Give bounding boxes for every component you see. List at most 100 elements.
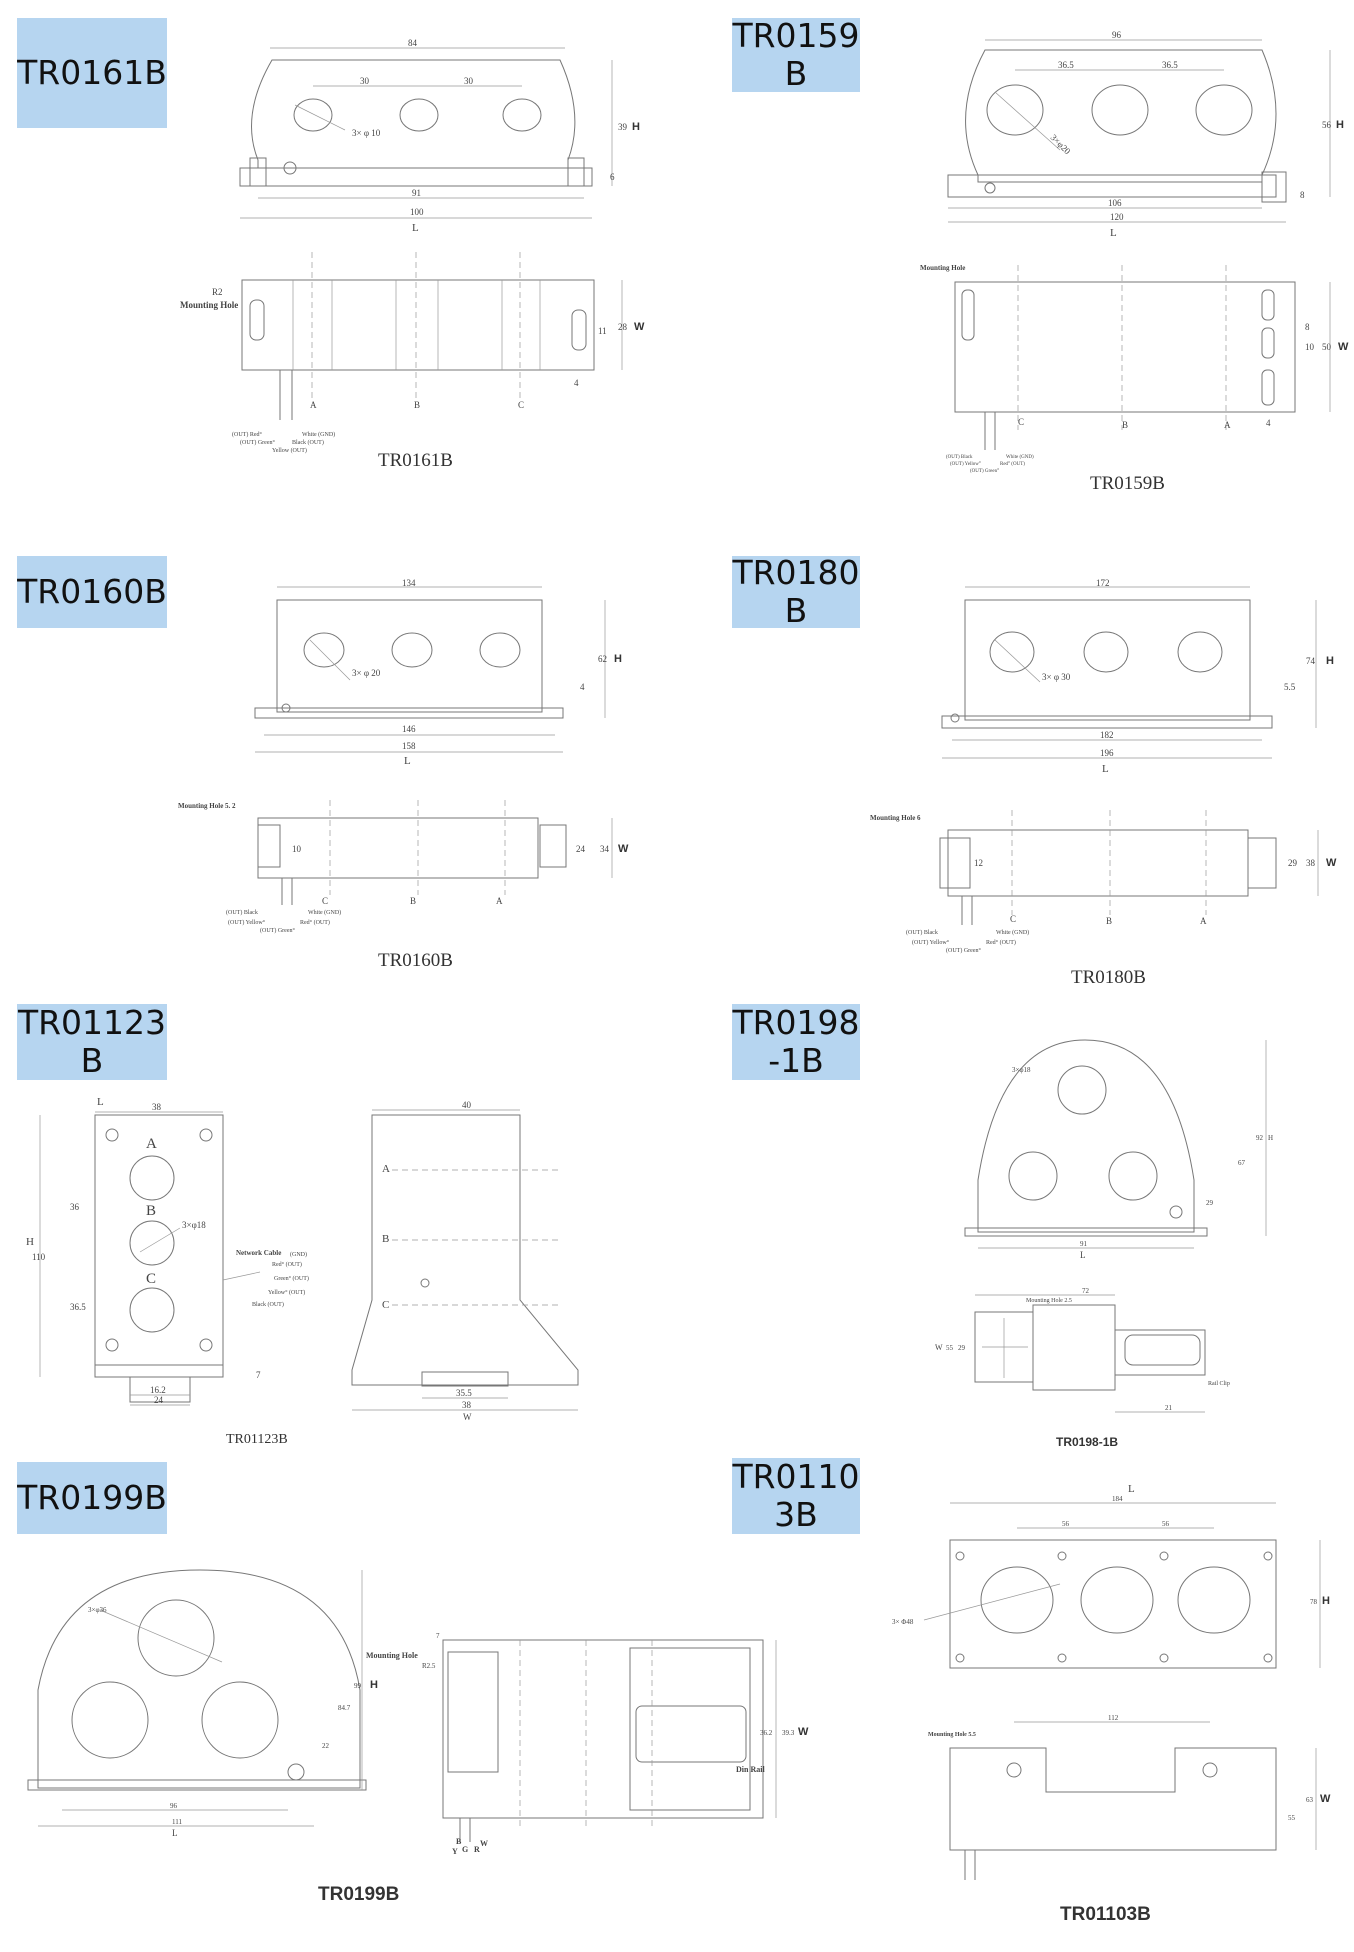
label-mounting-hole: Mounting Hole 2.5: [1026, 1298, 1072, 1304]
wire-1: (OUT) Black: [906, 929, 938, 936]
dim-12: 12: [974, 858, 983, 868]
model-label-tr0180b: TR0180 B: [732, 553, 860, 630]
dim-172: 172: [1096, 578, 1110, 588]
dim-29: 29: [1206, 1199, 1214, 1207]
dim-4: 4: [574, 378, 579, 388]
wire-1: (OUT) Black: [946, 455, 973, 460]
dim-91: 91: [1080, 1240, 1088, 1248]
caption-tr0160b: TR0160B: [378, 950, 453, 971]
wire-1: Red° (OUT): [272, 1261, 302, 1268]
dim-39: 39: [618, 122, 628, 132]
dim-w: W: [1320, 1793, 1331, 1805]
dim-holes: 3×φ20: [1049, 132, 1073, 156]
dim-7: 7: [256, 1370, 261, 1380]
dim-56-b: 56: [1162, 1520, 1170, 1528]
dim-39-3: 39.3: [782, 1729, 795, 1737]
dim-w: W: [463, 1412, 472, 1422]
dim-36-5-b: 36.5: [1162, 60, 1178, 70]
dim-h: H: [614, 653, 622, 665]
dim-l: L: [1080, 1250, 1086, 1260]
dim-91: 91: [412, 188, 421, 198]
dim-78: 78: [1310, 1598, 1318, 1606]
wire-w: W: [480, 1839, 488, 1848]
phase-a: A: [496, 896, 503, 906]
phase-a: A: [1224, 420, 1231, 430]
dim-112: 112: [1108, 1714, 1119, 1722]
wire-2: (OUT) Yellow°: [228, 919, 266, 926]
dim-7: 7: [436, 1632, 440, 1640]
dim-holes: 3×φ18: [1012, 1066, 1031, 1074]
dim-11: 11: [598, 326, 607, 336]
dim-h: H: [632, 121, 640, 133]
dim-l: L: [1102, 763, 1109, 775]
dim-182: 182: [1100, 730, 1114, 740]
dim-38-w: 38: [462, 1400, 472, 1410]
model-label-tr0198-1b: TR0198 -1B: [732, 1003, 860, 1080]
wire-1: (OUT) Black: [226, 909, 258, 916]
dim-56-a: 56: [1062, 1520, 1070, 1528]
phase-a: A: [146, 1136, 157, 1152]
caption-tr0159b: TR0159B: [1090, 473, 1165, 494]
dim-96: 96: [1112, 30, 1122, 40]
wire-5: Black (OUT): [292, 439, 324, 446]
label-r2: R2: [212, 287, 223, 297]
caption-tr0161b: TR0161B: [378, 450, 453, 471]
dim-22: 22: [322, 1742, 330, 1750]
label-gnd: (GND): [290, 1251, 307, 1258]
dim-h: H: [1336, 119, 1344, 131]
wire-2: Green° (OUT): [274, 1275, 309, 1282]
dim-36-2: 36.2: [760, 1729, 773, 1737]
label-network-cable: Network Cable: [236, 1249, 281, 1257]
dim-62: 62: [598, 654, 607, 664]
phase-c: C: [1010, 914, 1016, 924]
dim-36: 36: [70, 1202, 80, 1212]
dim-h: H: [1322, 1595, 1330, 1607]
wire-3: Yellow (OUT): [272, 447, 307, 454]
phase-c: C: [518, 400, 524, 410]
dim-holes: 3× φ 30: [1042, 672, 1071, 682]
wire-5: Red° (OUT): [300, 919, 330, 926]
dim-184: 184: [1112, 1495, 1123, 1503]
dim-l: L: [412, 222, 419, 234]
label-mounting-hole: Mounting Hole: [920, 264, 965, 272]
dim-55: 55: [1288, 1814, 1296, 1822]
dim-110: 110: [32, 1252, 46, 1262]
dim-holes: 3× Φ48: [892, 1618, 914, 1626]
wire-2: (OUT) Yellow°: [950, 462, 981, 467]
dim-158: 158: [402, 741, 416, 751]
dim-29: 29: [1288, 858, 1298, 868]
caption-tr01103b: TR01103B: [1060, 1904, 1151, 1925]
dim-111: 111: [172, 1818, 182, 1826]
dim-6: 6: [610, 172, 615, 182]
model-label-tr0159b: TR0159 B: [732, 16, 860, 93]
dim-24: 24: [576, 844, 586, 854]
model-label-tr0199b: TR0199B: [17, 1462, 167, 1534]
dim-146: 146: [402, 724, 416, 734]
phase-c: C: [146, 1271, 156, 1287]
dim-8b: 8: [1305, 322, 1310, 332]
wire-4: Black (OUT): [252, 1301, 284, 1308]
label-mounting-hole: Mounting Hole: [180, 300, 238, 310]
dim-100: 100: [410, 207, 424, 217]
dim-63: 63: [1306, 1796, 1314, 1804]
dim-h: H: [1326, 655, 1334, 667]
drawing-tr0199b: 3×φ36 99 H 84.7 22 96 111 L Mounting Hol…: [27, 1569, 809, 1856]
dim-50: 50: [1322, 342, 1332, 352]
label-mounting-hole: Mounting Hole 5.5: [928, 1732, 976, 1738]
label-mounting-hole: Mounting Hole 6: [870, 814, 921, 822]
dim-84: 84: [408, 38, 418, 48]
drawing-tr0198-1b: 3×φ18 92 H 67 29 91 L 72 Mounting Hole 2…: [935, 1039, 1273, 1413]
caption-tr0198-1b: TR0198-1B: [1056, 1435, 1119, 1449]
dim-4: 4: [1266, 418, 1271, 428]
wire-g: G: [462, 1845, 468, 1854]
drawing-tr01123b: L 38 A B C 3×φ18 H 110 36 36.5 Network C…: [26, 1096, 579, 1422]
caption-tr0199b: TR0199B: [318, 1884, 400, 1905]
phase-a: A: [1200, 916, 1207, 926]
wire-4: White (GND): [302, 431, 335, 438]
dim-38: 38: [152, 1102, 162, 1112]
wire-5: Red° (OUT): [1000, 462, 1025, 467]
dim-196: 196: [1100, 748, 1114, 758]
phase-c: C: [322, 896, 328, 906]
wire-r: R: [474, 1845, 480, 1854]
dim-28: 28: [618, 322, 628, 332]
